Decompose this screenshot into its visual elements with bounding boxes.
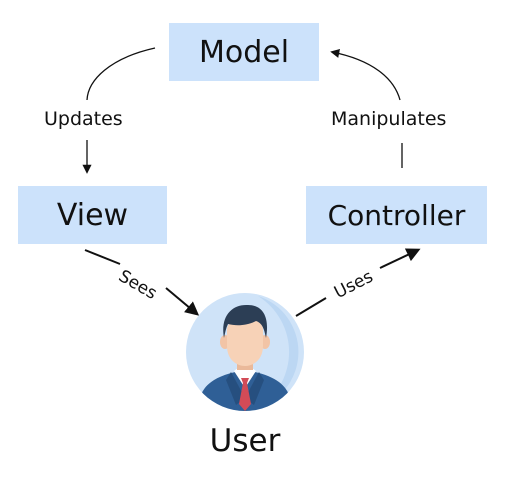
view-node: View: [18, 186, 167, 244]
controller-node: Controller: [306, 186, 487, 244]
controller-label: Controller: [327, 198, 466, 232]
manipulates-label: Manipulates: [331, 108, 447, 130]
uses-arrow: [295, 297, 327, 317]
model-node: Model: [169, 23, 319, 81]
uses-arrow-head: [379, 248, 421, 269]
sees-arrow: [84, 249, 121, 265]
view-label: View: [56, 197, 129, 233]
updates-arrow: [86, 47, 156, 101]
manipulates-arrow-head: [330, 48, 401, 101]
model-label: Model: [198, 34, 290, 70]
hair: [223, 304, 268, 338]
tie: [239, 378, 251, 411]
updates-label: Updates: [44, 108, 123, 130]
face: [227, 318, 263, 366]
sees-arrow-head: [165, 287, 200, 316]
user-label: User: [209, 423, 281, 459]
